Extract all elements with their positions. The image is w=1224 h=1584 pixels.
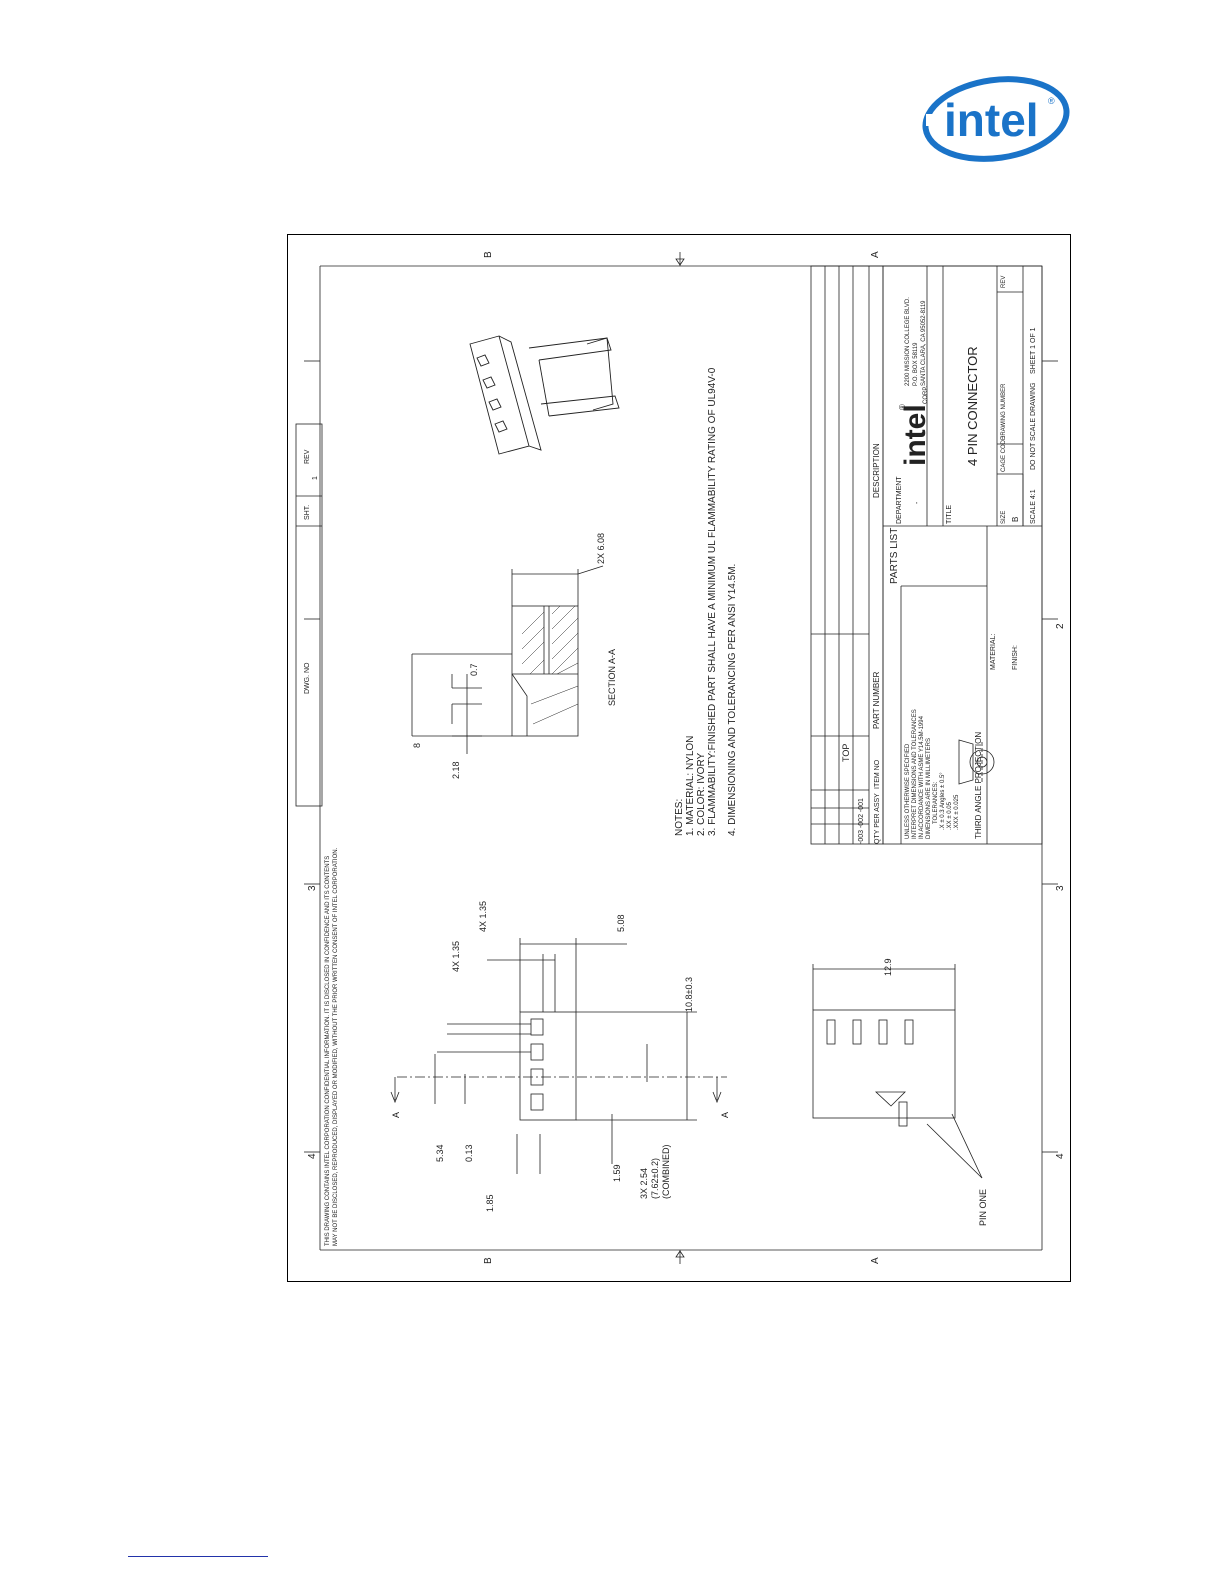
finish-label: FINISH: (1012, 645, 1019, 670)
tolerance-line-6: .X ± 0.3 Angles ± 0.5° (940, 772, 946, 830)
logo-wordmark: intel (944, 94, 1039, 146)
zone-b-top: B (483, 251, 494, 258)
note-3: 3. FLAMMABILITY:FINISHED PART SHALL HAVE… (707, 367, 718, 836)
engineering-drawing: B A B A 3 4 2 3 4 DWG. NO SHT. 1 REV THI… (295, 251, 1066, 1264)
zone-a-top: A (870, 251, 881, 258)
drawing-number-label: DRAWING NUMBER (1001, 383, 1007, 440)
zone-labels: B A B A 3 4 2 3 4 (307, 251, 1066, 1264)
zone-2-right: 2 (1055, 623, 1066, 629)
dim-3x254: 3X 2.54 (639, 1168, 649, 1199)
drawing-title: 4 PIN CONNECTOR (965, 346, 980, 466)
dim-0-7: 0.7 (469, 663, 479, 676)
notes-block: NOTES: 1. MATERIAL: NYLON 2. COLOR: IVOR… (674, 367, 738, 836)
address-line-1: 2200 MISSION COLLEGE BLVD. (905, 297, 911, 386)
qty-per-assy: QTY PER ASSY (874, 793, 881, 844)
dim-5-34: 5.34 (435, 1144, 445, 1162)
sht-label: SHT. (304, 505, 311, 520)
top-label: TOP (841, 744, 851, 762)
company-logo-text: intel (899, 404, 932, 466)
section-a-a-view: 2X 6.08 0.7 8 2.18 SECTION A-A (411, 533, 617, 779)
zone-ticks (304, 252, 1058, 1264)
description-label: DESCRIPTION (872, 443, 881, 498)
footer-rule (128, 1556, 268, 1557)
tolerance-line-5: TOLERANCES: (933, 781, 939, 824)
tolerance-line-3: IN ACCORDANCE WITH ASME Y14.5M-1994 (919, 715, 925, 839)
confidentiality-line-1: THIS DRAWING CONTAINS INTEL CORPORATION … (325, 856, 331, 1246)
third-angle-symbol (958, 739, 995, 785)
part-number-label: PART NUMBER (872, 671, 881, 729)
isometric-connector-view (469, 335, 620, 455)
dwg-number-block: DWG. NO SHT. 1 REV (295, 423, 323, 807)
material-label: MATERIAL: (990, 634, 997, 670)
title-block: UNLESS OTHERWISE SPECIFIED INTERPRET DIM… (882, 265, 1043, 845)
side-view: 12.9 PIN ONE (812, 958, 988, 1226)
tolerance-line-7: .XX ± 0.05 (947, 801, 953, 830)
confidentiality-line-2: MAY NOT BE DISCLOSED, REPRODUCED, DISPLA… (333, 847, 339, 1246)
dim-4x135-b: 4X 1.35 (478, 901, 488, 932)
zone-4-right: 4 (1055, 1153, 1066, 1159)
section-a-a-title: SECTION A-A (607, 649, 617, 706)
tolerance-line-4: DIMENSIONS ARE IN MILLIMETERS (926, 738, 932, 839)
tolerance-line-2: INTERPRET DIMENSIONS AND TOLERANCES (912, 709, 918, 839)
dim-1-85: 1.85 (485, 1194, 495, 1212)
do-not-scale-label: DO NOT SCALE DRAWING (1030, 382, 1037, 470)
dim-8: 8 (412, 743, 422, 748)
corp-label: CORP. (923, 385, 929, 404)
dash-numbers: -003 -002 -001 (858, 798, 865, 844)
sht-value: 1 (312, 476, 319, 480)
dim-12-9: 12.9 (883, 958, 893, 976)
sheet-label: SHEET 1 OF 1 (1030, 327, 1037, 374)
rev-label-top: REV (304, 449, 311, 464)
department-label: DEPARTMENT (896, 476, 903, 524)
title-label: TITLE (946, 505, 953, 524)
drawing-frame (287, 234, 1071, 1282)
company-registered: ® (898, 404, 907, 410)
dim-5-08: 5.08 (616, 914, 626, 932)
section-mark-a-left: A (391, 1112, 401, 1118)
section-mark-a-right: A (720, 1112, 730, 1118)
dim-2x608: 2X 6.08 (596, 533, 606, 564)
size-value: B (1011, 517, 1020, 522)
note-1: 1. MATERIAL: NYLON (685, 736, 696, 836)
scale-label: SCALE 4:1 (1030, 489, 1037, 524)
zone-a-bottom: A (870, 1257, 881, 1264)
parts-list-heading: PARTS LIST (889, 528, 900, 584)
parts-list-block: -003 -002 -001 QTY PER ASSY ITEM NO PART… (810, 265, 900, 845)
notes-heading: NOTES: (674, 799, 685, 836)
note-2: 2. COLOR: IVORY (696, 752, 707, 836)
dim-2-18: 2.18 (451, 761, 461, 779)
dim-7-62: (7.62±0.2) (650, 1158, 660, 1199)
dim-0-13: 0.13 (464, 1144, 474, 1162)
note-4: 4. DIMENSIONING AND TOLERANCING PER ANSI… (727, 564, 738, 836)
tolerance-line-1: UNLESS OTHERWISE SPECIFIED (905, 743, 911, 839)
item-no-label: ITEM NO (874, 759, 881, 789)
logo-registered: ® (1048, 96, 1055, 106)
cage-code-label: CAGE CODE (1001, 436, 1007, 472)
dim-1-59: 1.59 (612, 1164, 622, 1182)
dim-combined: (COMBINED) (661, 1145, 671, 1200)
zone-b-bottom: B (483, 1257, 494, 1264)
projection-label: THIRD ANGLE PROJECTION (974, 732, 983, 839)
intel-logo: intel ® (922, 76, 1070, 162)
dwg-no-label: DWG. NO (304, 662, 311, 694)
address-line-2: P.O. BOX 58119 (913, 342, 919, 386)
address-line-3: SANTA CLARA, CA 95052-8119 (921, 300, 927, 386)
dim-10-8: 10.8±0.3 (684, 977, 694, 1012)
zone-4-left: 4 (307, 1153, 318, 1159)
zone-3-right: 3 (1055, 885, 1066, 891)
zone-3-left: 3 (307, 885, 318, 891)
pin-one-label: PIN ONE (978, 1189, 988, 1226)
top-view: 4X 1.35 4X 1.35 5.08 10.8±0.3 5.34 0.13 … (390, 901, 730, 1212)
department-value: - (914, 501, 921, 504)
size-label: SIZE (1001, 511, 1007, 524)
rev-label: REV (1001, 276, 1007, 288)
dim-4x135-a: 4X 1.35 (451, 941, 461, 972)
tolerance-line-8: .XXX ± 0.025 (954, 794, 960, 830)
